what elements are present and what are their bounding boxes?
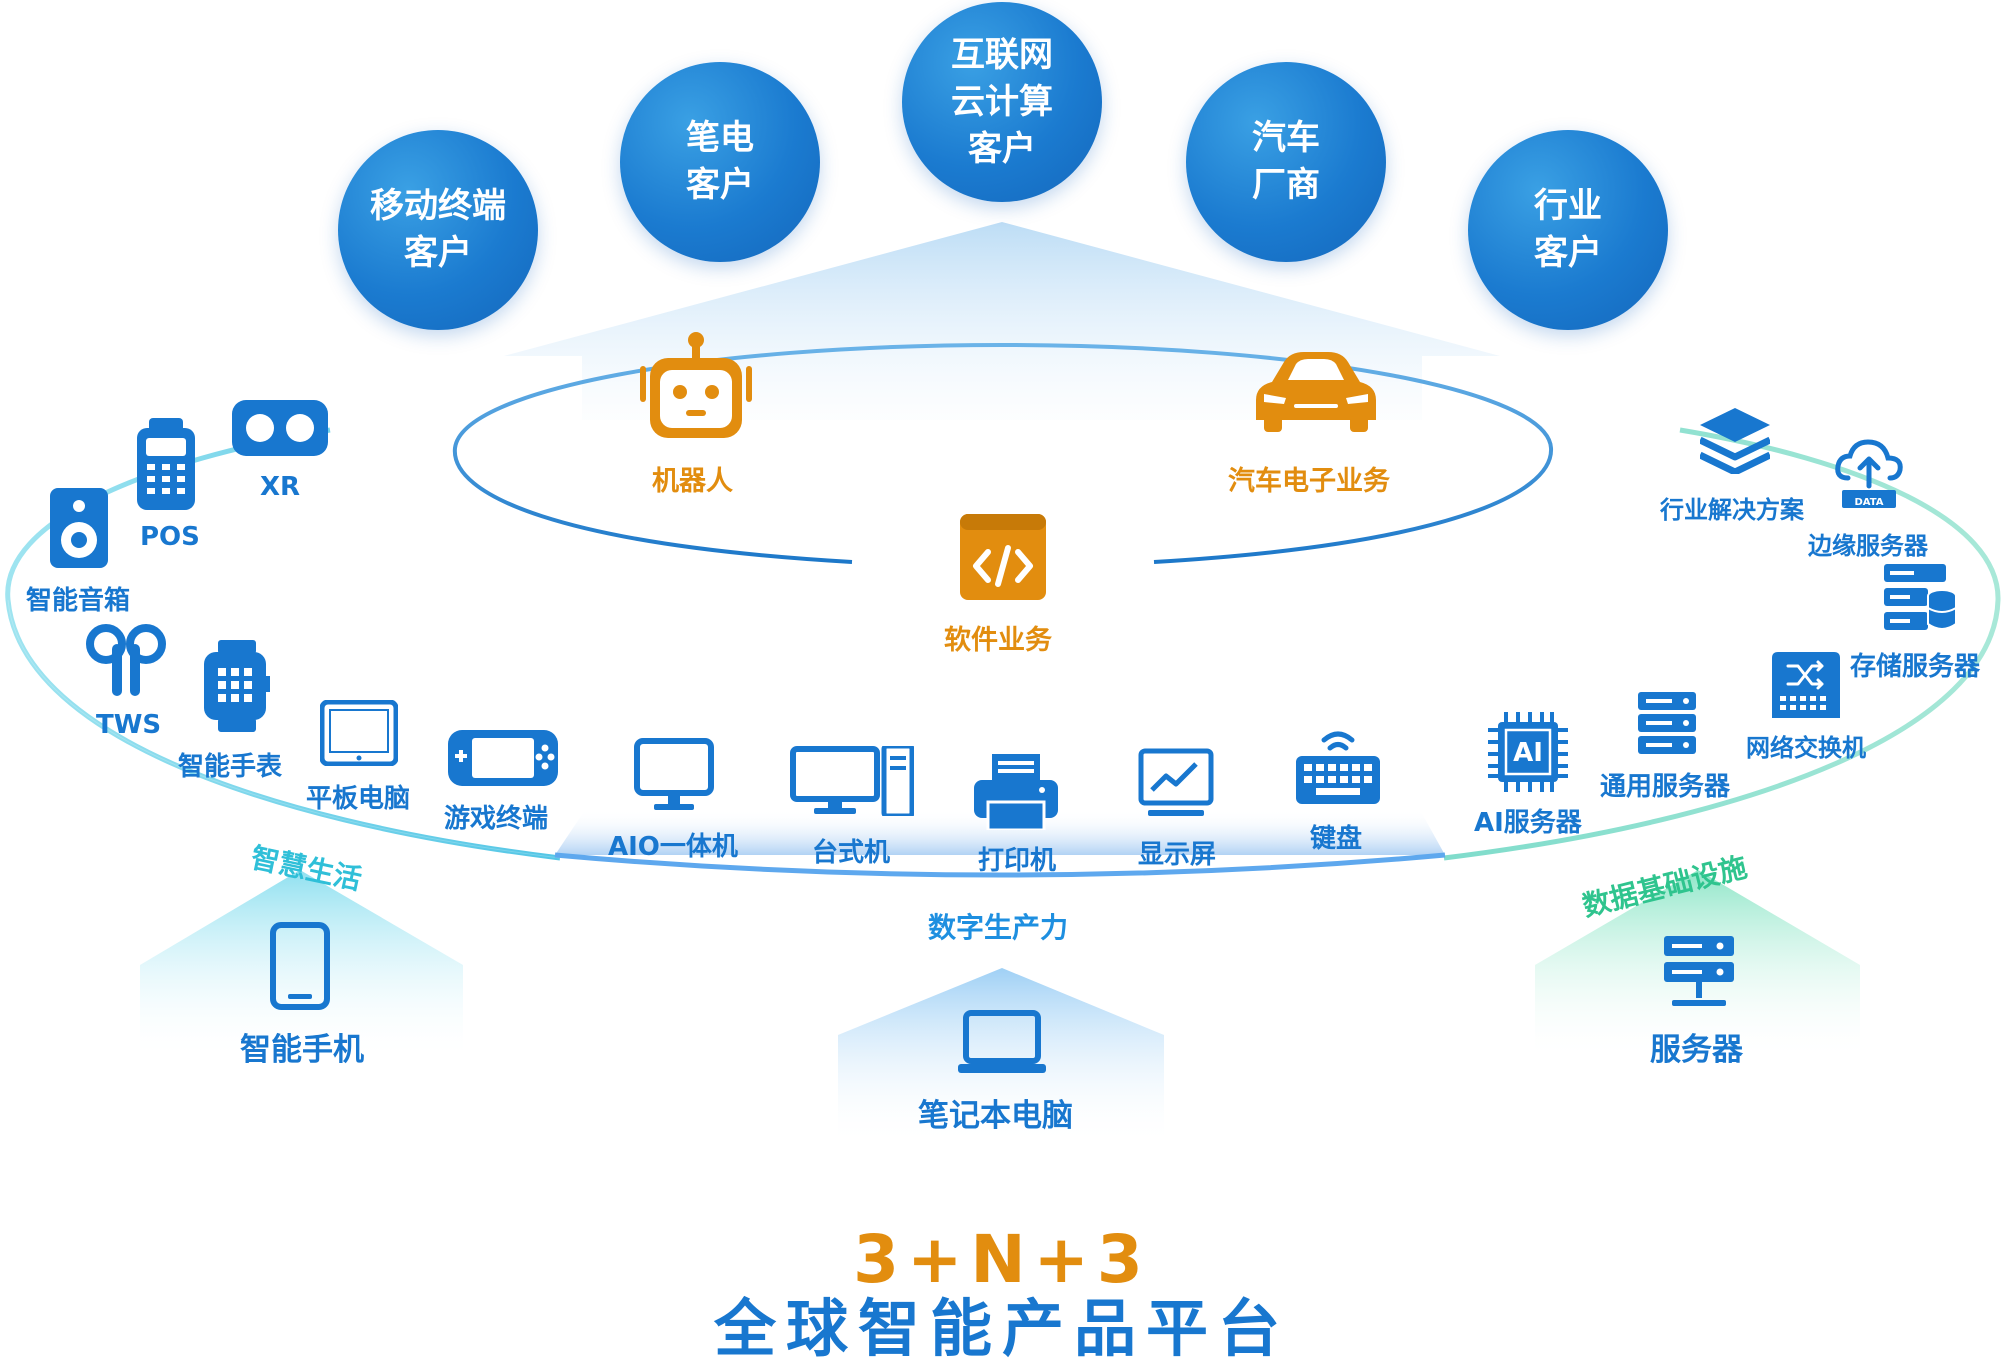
storage-server-icon xyxy=(1884,564,1956,630)
server-icon xyxy=(1664,936,1734,1006)
aio-label: AIO一体机 xyxy=(608,832,738,862)
customer-label: 汽车 xyxy=(1252,118,1320,158)
tws-label: TWS xyxy=(96,710,162,740)
customer-label: 客户 xyxy=(686,165,754,205)
customer-circle-auto: 汽车 厂商 xyxy=(1186,62,1386,262)
tablet-icon xyxy=(320,700,398,766)
ai-chip-icon xyxy=(1488,712,1568,792)
desktop-label: 台式机 xyxy=(812,838,891,868)
monitor-icon xyxy=(634,738,714,810)
customer-label: 互联网 xyxy=(951,34,1053,75)
smartphone-icon xyxy=(270,922,330,1010)
customer-label: 行业 xyxy=(1534,186,1602,226)
earbuds-icon xyxy=(86,624,166,696)
display-chart-icon xyxy=(1138,748,1214,816)
keyboard-label: 键盘 xyxy=(1310,824,1363,854)
server-label: 服务器 xyxy=(1650,1032,1743,1068)
pos-label: POS xyxy=(140,522,200,552)
cloud-upload-icon xyxy=(1835,439,1903,508)
customer-circle-industry: 行业 客户 xyxy=(1468,130,1668,330)
productivity-title: 数字生产力 xyxy=(928,911,1069,944)
keyboard-icon xyxy=(1296,731,1380,804)
display-label: 显示屏 xyxy=(1138,840,1217,870)
smartwatch-label: 智能手表 xyxy=(178,752,283,782)
gamepad-icon xyxy=(448,730,558,786)
customer-label: 笔电 xyxy=(686,118,754,158)
platform-title: 全球智能产品平台 xyxy=(713,1292,1290,1365)
code-icon xyxy=(960,514,1046,600)
ai-server-label: AI服务器 xyxy=(1474,808,1582,838)
server-icon xyxy=(1638,692,1696,754)
smart-speaker-label: 智能音箱 xyxy=(26,586,131,616)
desktop-icon xyxy=(790,746,914,816)
customer-label: 客户 xyxy=(968,128,1036,169)
storage-server-label: 存储服务器 xyxy=(1850,652,1981,682)
customer-circle-mobile: 移动终端 客户 xyxy=(338,130,538,330)
customer-label: 客户 xyxy=(404,233,472,273)
xr-label: XR xyxy=(260,472,301,502)
speaker-icon xyxy=(50,488,108,568)
network-switch-icon xyxy=(1772,652,1840,718)
formula-title: 3+N+3 xyxy=(853,1221,1151,1298)
smartwatch-icon xyxy=(204,640,270,732)
robot-label: 机器人 xyxy=(652,466,733,497)
layers-icon xyxy=(1700,408,1770,474)
printer-label: 打印机 xyxy=(978,846,1057,876)
laptop-label: 笔记本电脑 xyxy=(918,1098,1073,1134)
tablet-label: 平板电脑 xyxy=(306,784,411,814)
customer-label: 客户 xyxy=(1534,233,1602,273)
vr-headset-icon xyxy=(232,400,328,456)
car-icon xyxy=(1256,352,1376,432)
printer-icon xyxy=(974,754,1058,830)
pos-terminal-icon xyxy=(137,418,195,510)
laptop-icon xyxy=(958,1010,1046,1073)
customer-circle-cloud: 互联网 云计算 客户 xyxy=(902,2,1102,202)
customer-circle-laptop: 笔电 客户 xyxy=(620,62,820,262)
general-server-label: 通用服务器 xyxy=(1600,772,1731,802)
customer-label: 云计算 xyxy=(951,81,1053,122)
game-terminal-label: 游戏终端 xyxy=(444,804,549,834)
smartphone-label: 智能手机 xyxy=(240,1032,364,1068)
customer-label: 厂商 xyxy=(1252,165,1320,205)
robot-icon xyxy=(640,332,752,438)
edge-server-label: 边缘服务器 xyxy=(1808,532,1928,560)
auto-electronics-label: 汽车电子业务 xyxy=(1228,466,1390,497)
ai-badge: AI xyxy=(1513,738,1543,768)
software-label: 软件业务 xyxy=(944,625,1052,656)
industry-solutions-label: 行业解决方案 xyxy=(1660,496,1804,524)
network-switch-label: 网络交换机 xyxy=(1746,734,1866,762)
data-badge: DATA xyxy=(1854,497,1884,508)
customer-label: 移动终端 xyxy=(370,186,506,226)
